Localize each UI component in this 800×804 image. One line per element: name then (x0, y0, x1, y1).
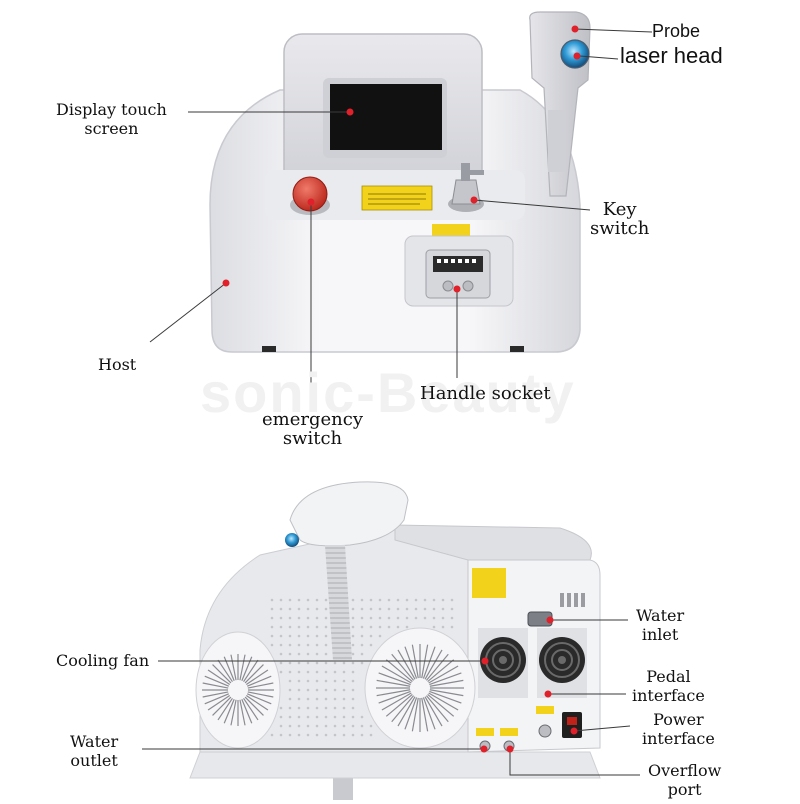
label-water-outlet-line2: outlet (70, 751, 118, 770)
display-screen[interactable] (330, 84, 442, 150)
label-display-touch-screen-line1: Display touch (56, 100, 167, 119)
label-overflow-port-line1: Overflow (648, 761, 722, 780)
watermark: sonic-Beauty (200, 361, 576, 424)
label-host: Host (98, 355, 137, 374)
rear-fan-right (537, 628, 587, 698)
overflow-leader (509, 749, 640, 776)
label-display-touch-screen: Display touch screen (56, 100, 167, 138)
emergency-button[interactable] (292, 176, 328, 212)
label-emergency-switch-line1: emergency (262, 409, 363, 430)
label-display-touch-screen-line2: screen (84, 119, 139, 138)
label-handle-socket: Handle socket (420, 383, 551, 404)
callout-markers (222, 25, 581, 753)
callout-lines (142, 28, 653, 776)
top-device (209, 11, 591, 353)
rear-warning-label (472, 568, 506, 598)
label-power-interface-line2: interface (642, 729, 715, 748)
key-switch-leader (473, 199, 591, 211)
label-water-inlet-line1: Water (636, 606, 685, 625)
label-key-switch-line1: Key (602, 199, 637, 220)
rear-panel (467, 559, 601, 753)
label-pedal-interface: Pedal interface (632, 667, 705, 705)
label-water-inlet: Water inlet (636, 606, 684, 644)
cooling-fan-right (364, 627, 476, 749)
label-water-outlet-line1: Water (70, 732, 119, 751)
label-cooling-fan: Cooling fan (56, 651, 150, 670)
label-power-interface: Power interface (642, 710, 715, 748)
label-key-switch-line2: switch (590, 218, 650, 239)
label-key-switch: Key switch (590, 200, 649, 238)
label-pedal-interface-line1: Pedal (646, 667, 691, 686)
warning-label (361, 185, 433, 211)
cooling-fan-left (195, 631, 281, 749)
power-leader (573, 725, 631, 732)
label-emergency-switch: emergency switch (262, 410, 363, 448)
label-water-outlet: Water outlet (70, 732, 118, 770)
laser-head-leader (579, 55, 619, 60)
label-overflow-port: Overflow port (648, 761, 721, 799)
pedal-port[interactable] (538, 724, 552, 738)
device-base-plate (189, 751, 601, 779)
label-laser-head: laser head (620, 43, 723, 68)
label-overflow-port-line2: port (667, 780, 702, 799)
bottom-device (189, 481, 601, 800)
label-power-interface-line1: Power (653, 710, 704, 729)
label-probe: Probe (652, 21, 701, 41)
socket-label (432, 224, 470, 236)
rear-fan-left (478, 628, 528, 698)
host-leader (149, 282, 227, 343)
label-pedal-interface-line2: interface (632, 686, 705, 705)
probe-leader (574, 28, 653, 33)
label-emergency-switch-line2: switch (282, 428, 343, 449)
label-water-inlet-line2: inlet (641, 625, 679, 644)
